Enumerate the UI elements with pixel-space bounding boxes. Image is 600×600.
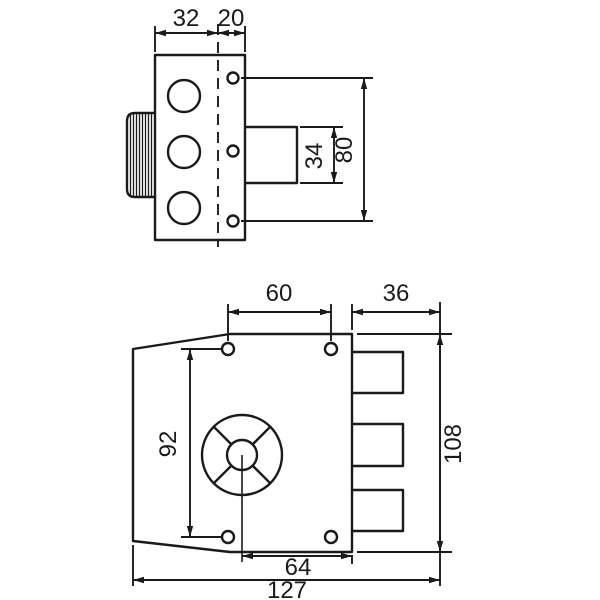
lock-case-side-outline — [153, 53, 247, 242]
cylinder-spoke — [251, 425, 272, 446]
dim-label-64: 64 — [285, 554, 312, 581]
bolt-front-outline — [350, 350, 405, 395]
bolt-front-outline — [350, 488, 405, 533]
dim-label-36: 36 — [383, 280, 410, 307]
cylinder-boss — [200, 413, 284, 562]
knob-knurling — [129, 113, 153, 197]
dimension-bolt-height: 34 — [300, 126, 343, 184]
cylinder-spoke — [212, 425, 233, 446]
screw-holes-front — [220, 341, 339, 545]
side-view: 32 20 — [125, 5, 373, 247]
screw-hole — [323, 341, 339, 357]
thumb-knob — [125, 111, 157, 199]
screw-holes-side — [226, 71, 240, 228]
dimension-cylinder-offset: 64 — [242, 552, 353, 581]
dim-label-92: 92 — [155, 431, 182, 458]
bolt-front-outline — [350, 422, 405, 468]
cylinder-hole — [166, 190, 202, 226]
cylinder-spoke — [212, 464, 233, 485]
dimension-hole-spacing-horizontal: 60 — [227, 280, 332, 341]
dim-label-20: 20 — [218, 5, 245, 32]
bolt-side-outline — [243, 125, 299, 185]
cylinder-holes — [166, 78, 202, 226]
cylinder-hole — [166, 78, 202, 114]
screw-hole — [226, 71, 240, 85]
dimension-case-depth: 32 20 — [154, 5, 246, 247]
dimension-total-width: 127 — [132, 545, 440, 600]
screw-hole — [220, 341, 236, 357]
cylinder-spoke — [251, 464, 272, 485]
dim-label-32: 32 — [173, 5, 200, 32]
dim-label-34: 34 — [301, 143, 328, 170]
dimension-case-height: 108 — [357, 302, 467, 586]
dim-label-127: 127 — [267, 577, 307, 600]
screw-hole — [323, 529, 339, 545]
screw-hole — [226, 144, 240, 158]
dim-label-108: 108 — [440, 424, 467, 464]
screw-hole — [220, 529, 236, 545]
dimension-bolt-extension: 36 — [351, 280, 440, 330]
dimension-hole-spacing-side: 80 — [241, 77, 373, 222]
dimension-hole-spacing-vertical: 92 — [155, 348, 221, 538]
lock-case-front-outline — [131, 332, 354, 554]
knob-outline — [125, 111, 157, 199]
bolts-front — [350, 350, 405, 533]
cylinder-hole — [166, 134, 202, 170]
front-view: 60 36 92 108 64 — [131, 280, 467, 600]
screw-hole — [226, 214, 240, 228]
dim-label-80: 80 — [331, 137, 358, 164]
dim-label-60: 60 — [266, 280, 293, 307]
